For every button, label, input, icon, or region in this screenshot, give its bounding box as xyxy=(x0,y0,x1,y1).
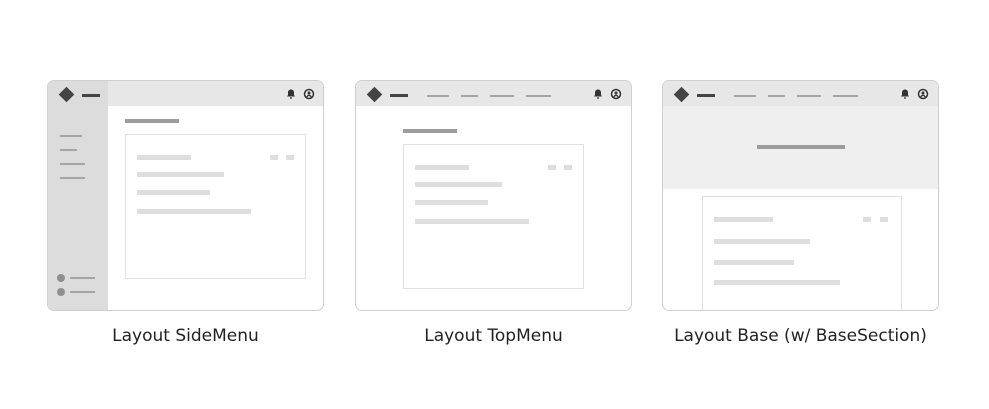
top-nav-item xyxy=(833,95,858,97)
sidebar-item xyxy=(60,135,82,137)
user-icon xyxy=(303,88,315,100)
caption-base: Layout Base (w/ BaseSection) xyxy=(674,326,927,346)
content-panel xyxy=(403,144,584,289)
panel-action xyxy=(564,165,572,170)
panel-heading xyxy=(415,165,469,170)
caption-topmenu: Layout TopMenu xyxy=(424,326,563,346)
panel-row xyxy=(714,260,794,265)
content-title xyxy=(125,119,179,123)
top-nav-item xyxy=(768,95,785,97)
hero-title xyxy=(757,145,845,149)
layout-topmenu-preview[interactable] xyxy=(355,80,632,311)
header-region xyxy=(108,81,323,106)
top-nav-item xyxy=(461,95,478,97)
panel-row xyxy=(415,200,488,205)
panel-row xyxy=(137,209,251,214)
panel-row xyxy=(714,280,840,285)
top-nav-item xyxy=(490,95,514,97)
panel-heading xyxy=(714,217,773,222)
footer-line xyxy=(70,277,95,279)
content-panel xyxy=(125,134,306,279)
bell-icon xyxy=(901,89,909,99)
panel-row xyxy=(137,172,224,177)
sidebar-region xyxy=(48,81,108,310)
top-nav-item xyxy=(734,95,756,97)
panel-action xyxy=(863,217,871,222)
content-title xyxy=(403,129,457,133)
panel-heading xyxy=(137,155,191,160)
sidebar-item xyxy=(60,177,85,179)
panel-row xyxy=(415,219,529,224)
user-icon xyxy=(917,88,929,100)
caption-sidemenu: Layout SideMenu xyxy=(112,326,259,346)
layout-sidemenu-preview[interactable] xyxy=(47,80,324,311)
bell-icon xyxy=(287,89,295,99)
header-region xyxy=(356,81,631,106)
top-nav-item xyxy=(526,95,551,97)
panel-action xyxy=(270,155,278,160)
sidebar-item xyxy=(60,149,77,151)
logo-dash xyxy=(390,94,408,97)
top-nav-item xyxy=(427,95,449,97)
top-nav-item xyxy=(797,95,821,97)
bell-icon xyxy=(594,89,602,99)
sidebar-item xyxy=(60,163,85,165)
logo-dash xyxy=(697,94,715,97)
footer-line xyxy=(70,291,95,293)
panel-row xyxy=(714,239,810,244)
status-dot xyxy=(57,274,65,282)
panel-row xyxy=(137,190,210,195)
logo-dash xyxy=(82,94,100,97)
panel-row xyxy=(415,182,502,187)
panel-action xyxy=(548,165,556,170)
status-dot xyxy=(57,288,65,296)
panel-action xyxy=(286,155,294,160)
layout-base-preview[interactable] xyxy=(662,80,939,311)
header-region xyxy=(663,81,938,106)
content-panel xyxy=(702,196,902,310)
panel-action xyxy=(880,217,888,222)
user-icon xyxy=(610,88,622,100)
